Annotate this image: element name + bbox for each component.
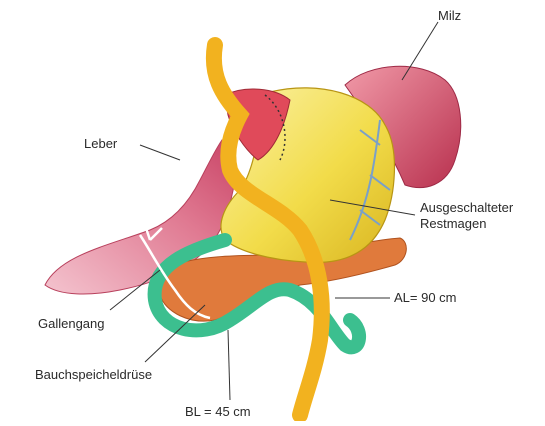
label-bauchspeicheldruese: Bauchspeicheldrüse	[35, 367, 152, 383]
label-milz: Milz	[438, 8, 461, 24]
label-biliary-limb-length: BL = 45 cm	[185, 404, 251, 420]
label-leber: Leber	[84, 136, 117, 152]
label-gallengang: Gallengang	[38, 316, 105, 332]
label-restmagen: Ausgeschalteter Restmagen	[420, 200, 513, 232]
label-alimentary-limb-length: AL= 90 cm	[394, 290, 457, 306]
